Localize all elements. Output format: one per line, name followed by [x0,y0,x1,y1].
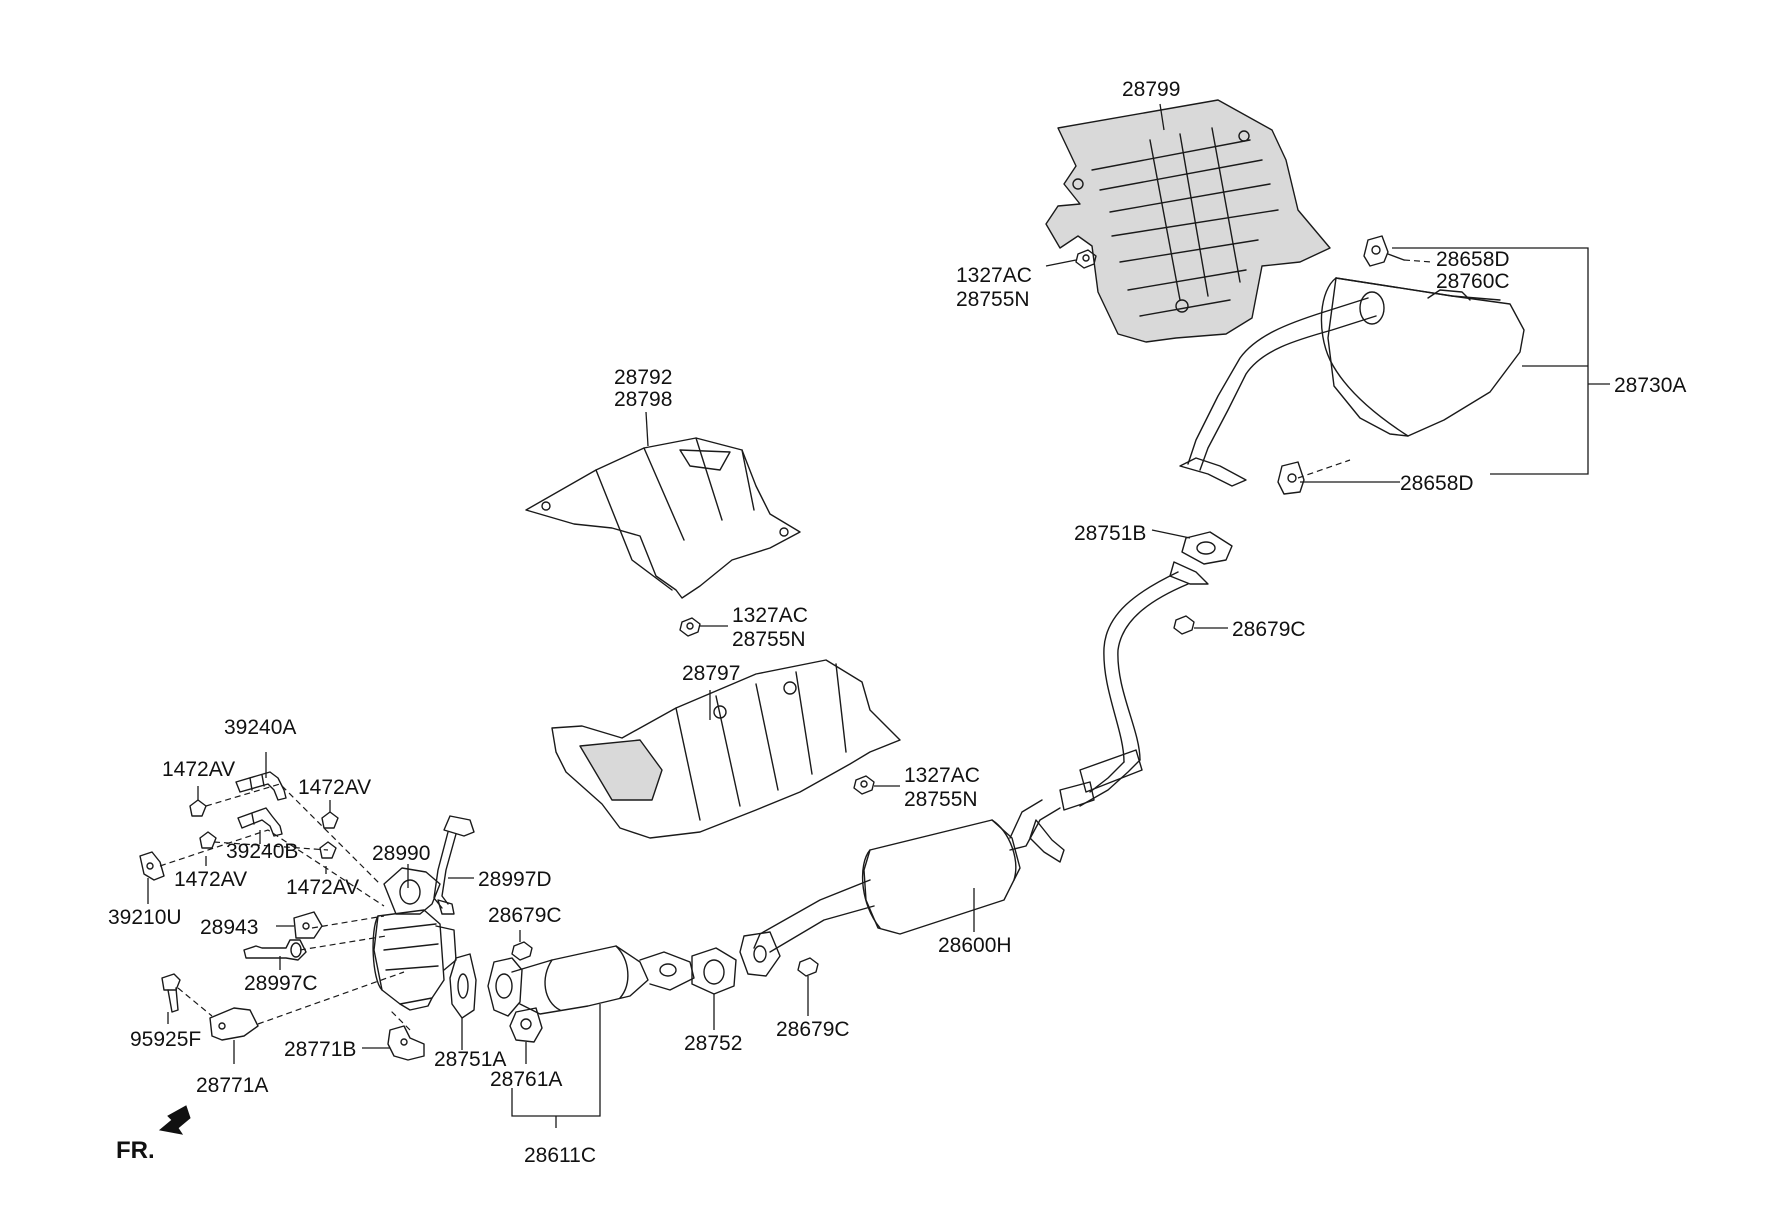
gasket-28751A [449,953,477,1019]
pressure-sensor-39210U [139,851,165,881]
label-39240B: 39240B [226,840,298,863]
heat-shield-28797 [551,659,901,839]
label-28755N-low: 28755N [904,788,978,811]
hose-39240A [235,771,287,801]
heat-shield-28799 [1045,99,1331,343]
bracket-28943 [293,911,323,939]
label-1327AC-low: 1327AC [904,764,980,787]
oxygen-sensor-28997C [243,939,307,961]
bracket-28771A [209,1007,259,1041]
label-28751B: 28751B [1074,522,1146,545]
label-28755N-mid: 28755N [732,628,806,651]
hose-39240B [237,807,283,837]
nut-28679C-right [1173,615,1195,635]
label-28997C: 28997C [244,972,318,995]
label-28761A: 28761A [490,1068,562,1091]
label-39240A: 39240A [224,716,296,739]
label-28771A: 28771A [196,1074,268,1097]
label-28751A: 28751A [434,1048,506,1071]
label-28798: 28798 [614,388,672,411]
nut-1327ac-low [853,775,875,795]
hanger-28658D-top [1363,235,1405,267]
leader-lines [147,103,1610,1128]
part-labels: 28799 1327AC 28755N 28658D 28760C 28730A… [108,78,1686,1167]
clip-1472AV-b [321,811,339,829]
label-28760C: 28760C [1436,270,1510,293]
gasket-28752 [691,947,737,995]
label-1472AV-b: 1472AV [298,776,371,799]
center-muffler-28600H [739,819,1021,977]
label-28600H: 28600H [938,934,1012,957]
label-28611C: 28611C [524,1144,596,1167]
label-1472AV-a: 1472AV [162,758,235,781]
front-arrow-icon [158,1105,191,1135]
label-28752: 28752 [684,1032,742,1055]
nut-1327ac-mid [679,617,701,637]
hanger-28658D-bottom [1277,461,1305,495]
rear-muffler-28730A [1179,277,1525,487]
nut-28679C-mid [797,957,819,977]
label-1472AV-c: 1472AV [174,868,247,891]
label-28797: 28797 [682,662,740,685]
label-1327AC-mid: 1327AC [732,604,808,627]
clip-1472AV-c [199,831,217,849]
label-28792: 28792 [614,366,672,389]
nut-1327ac-top [1075,249,1097,269]
label-28679C-right: 28679C [1232,618,1306,641]
label-28943: 28943 [200,916,258,939]
label-39210U: 39210U [108,906,182,929]
label-1327AC-top: 1327AC [956,264,1032,287]
nut-28679C-left [511,941,533,961]
label-28997D: 28997D [478,868,552,891]
label-95925F: 95925F [130,1028,201,1051]
label-28658D-bottom: 28658D [1400,472,1474,495]
gasket-28751B [1181,531,1233,565]
fr-label: FR. [116,1137,155,1164]
catalytic-converter-28990 [372,867,457,1011]
label-28755N-top: 28755N [956,288,1030,311]
hanger-28761A [509,1007,543,1043]
label-28679C-left: 28679C [488,904,562,927]
center-pipe [1009,561,1209,863]
label-28730A: 28730A [1614,374,1686,397]
front-pipe-28611C [487,945,695,1017]
front-direction-indicator: FR. [116,1105,191,1164]
oxygen-sensor-28997D [433,815,475,915]
label-28990: 28990 [372,842,430,865]
assembly-dashed-lines [159,259,1433,1031]
label-1472AV-d: 1472AV [286,876,359,899]
bracket-28771B [387,1025,425,1061]
label-28679C-mid: 28679C [776,1018,850,1041]
heat-shield-28792 [525,437,801,599]
label-28658D-top: 28658D [1436,248,1510,271]
label-28771B: 28771B [284,1038,356,1061]
bolt-95925F [161,973,181,1013]
clip-1472AV-d [319,841,337,859]
clip-1472AV-a [189,799,207,817]
label-28799: 28799 [1122,78,1180,101]
